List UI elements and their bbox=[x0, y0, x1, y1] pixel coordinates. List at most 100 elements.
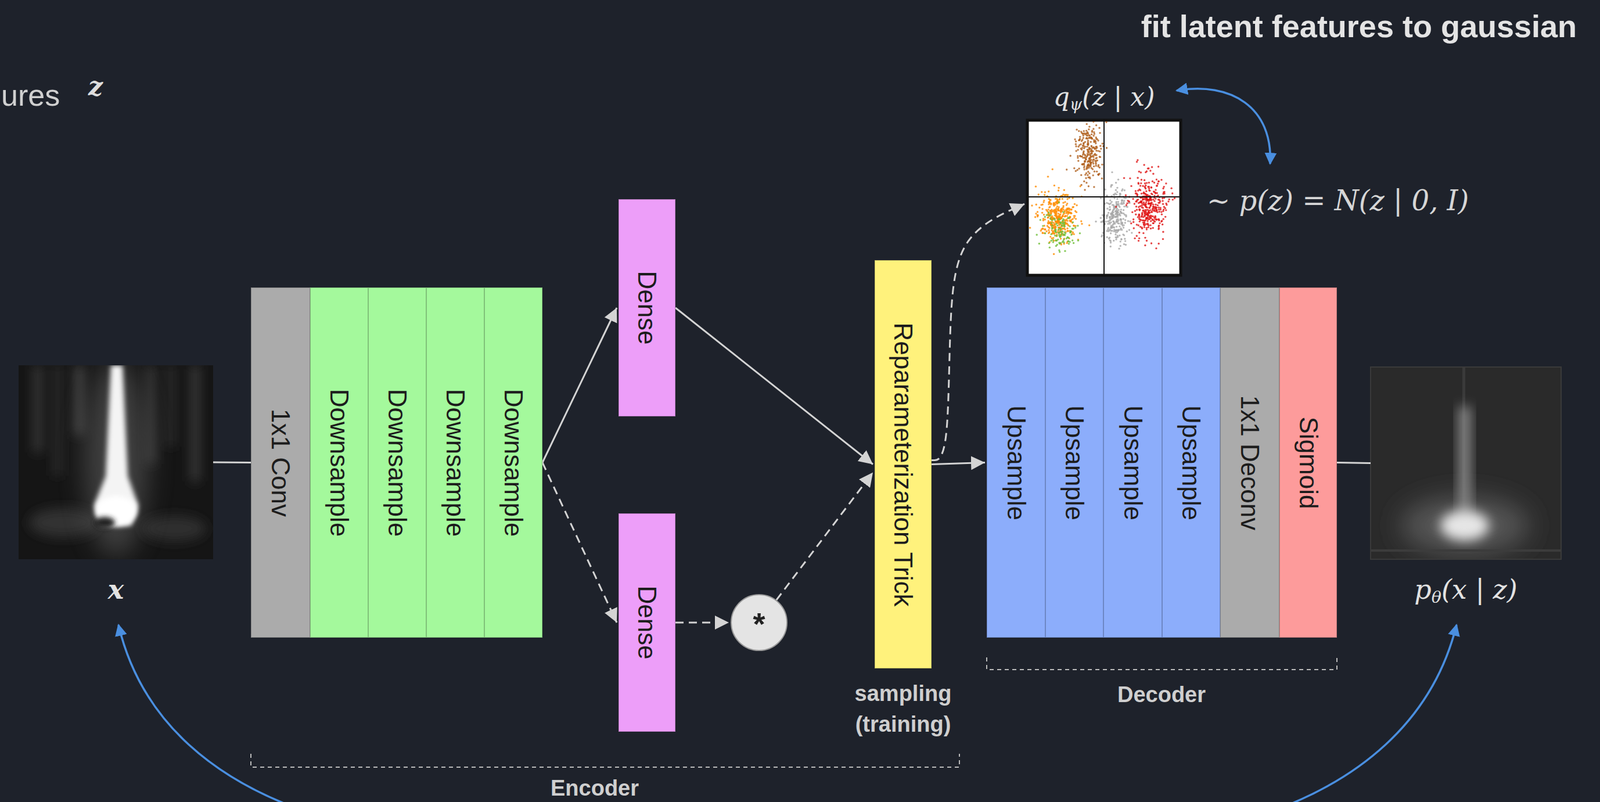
scatter-point bbox=[1050, 239, 1052, 242]
scatter-point bbox=[1119, 210, 1121, 213]
scatter-point bbox=[1119, 202, 1122, 205]
scatter-point bbox=[1150, 242, 1153, 244]
scatter-point bbox=[1088, 125, 1091, 128]
scatter-point bbox=[1052, 241, 1055, 243]
scatter-point bbox=[1137, 189, 1139, 192]
scatter-point bbox=[1137, 224, 1140, 226]
scatter-point bbox=[1075, 204, 1078, 207]
scatter-point bbox=[1134, 213, 1137, 215]
scatter-point bbox=[1142, 163, 1145, 166]
scatter-point bbox=[1044, 228, 1046, 230]
scatter-point bbox=[1048, 214, 1051, 217]
scatter-point bbox=[1109, 221, 1112, 224]
scatter-point bbox=[1080, 220, 1082, 222]
scatter-point bbox=[1055, 207, 1057, 210]
deconv-layer: 1x1 Deconv bbox=[1220, 287, 1280, 638]
scatter-point bbox=[1163, 206, 1166, 208]
scatter-point bbox=[1157, 218, 1160, 221]
scatter-point bbox=[1106, 236, 1109, 239]
scatter-point bbox=[1060, 224, 1063, 226]
scatter-point bbox=[1142, 209, 1145, 211]
scatter-point bbox=[1144, 244, 1146, 247]
scatter-point bbox=[1088, 177, 1091, 179]
scatter-point bbox=[1080, 163, 1083, 165]
scatter-point bbox=[1173, 197, 1176, 200]
scatter-point bbox=[1070, 208, 1073, 211]
scatter-point bbox=[1120, 238, 1123, 240]
plume-shadow bbox=[94, 516, 115, 529]
scatter-point bbox=[1116, 222, 1119, 225]
scatter-point bbox=[1066, 202, 1069, 205]
scatter-point bbox=[1150, 192, 1153, 195]
scatter-point bbox=[1082, 137, 1085, 139]
scatter-point bbox=[1152, 221, 1154, 224]
scatter-point bbox=[1115, 211, 1118, 214]
scatter-point bbox=[1095, 137, 1098, 140]
dense-layer: Dense bbox=[618, 513, 676, 732]
scatter-point bbox=[1106, 229, 1109, 232]
group-label: Encoder bbox=[550, 772, 639, 802]
scatter-point bbox=[1083, 166, 1085, 169]
scatter-point bbox=[1055, 235, 1058, 237]
scatter-point bbox=[1043, 228, 1046, 230]
scatter-point bbox=[1144, 205, 1147, 207]
scatter-point bbox=[1045, 230, 1048, 233]
scatter-point bbox=[1076, 156, 1079, 159]
scatter-point bbox=[1158, 210, 1161, 213]
scatter-point bbox=[1119, 245, 1122, 247]
scatter-point bbox=[1134, 209, 1136, 212]
scatter-point bbox=[1047, 216, 1049, 219]
scatter-point bbox=[1047, 201, 1050, 204]
scatter-point bbox=[1096, 159, 1099, 162]
scatter-point bbox=[1115, 236, 1118, 239]
scatter-point bbox=[1109, 232, 1112, 235]
scatter-point bbox=[1090, 148, 1093, 151]
scatter-point bbox=[1077, 239, 1080, 242]
scatter-point bbox=[1043, 193, 1046, 196]
layer-label: Sigmoid bbox=[1293, 416, 1323, 509]
scatter-point bbox=[1119, 218, 1122, 221]
scatter-point bbox=[1115, 215, 1117, 218]
scatter-point bbox=[1058, 241, 1060, 244]
scatter-point bbox=[1142, 232, 1145, 235]
image-frame bbox=[1370, 367, 1562, 560]
scatter-point bbox=[1097, 173, 1100, 176]
math-label: pθ(x | z) bbox=[1414, 574, 1517, 606]
scatter-point bbox=[1049, 217, 1052, 220]
scatter-point bbox=[1041, 224, 1044, 227]
scatter-point bbox=[1095, 156, 1098, 159]
scatter-point bbox=[1041, 211, 1044, 214]
scatter-point bbox=[1083, 132, 1085, 135]
layer-label: Upsample bbox=[1176, 404, 1206, 520]
scatter-point bbox=[1157, 180, 1160, 182]
scatter-point bbox=[1115, 188, 1117, 191]
dashed-connector bbox=[675, 621, 729, 624]
scatter-point bbox=[1098, 155, 1101, 158]
scatter-plot-frame bbox=[1027, 120, 1181, 276]
scatter-point bbox=[1155, 218, 1158, 221]
scatter-point bbox=[1139, 184, 1142, 187]
scatter-point bbox=[1115, 220, 1118, 222]
scatter-point bbox=[1117, 178, 1120, 181]
scatter-point bbox=[1141, 204, 1143, 207]
scatter-point bbox=[1051, 218, 1053, 221]
scatter-point bbox=[1051, 168, 1054, 171]
scatter-point bbox=[1086, 145, 1088, 148]
scatter-point bbox=[1046, 224, 1049, 227]
scatter-point bbox=[1090, 159, 1092, 161]
scatter-point bbox=[1088, 160, 1091, 163]
reparameterization-block: Reparameterization Trick bbox=[874, 260, 932, 669]
scatter-point bbox=[1110, 227, 1113, 229]
scatter-point bbox=[1099, 217, 1102, 219]
scatter-point bbox=[1157, 180, 1160, 183]
scatter-point bbox=[1092, 165, 1095, 168]
scatter-point bbox=[1111, 216, 1114, 219]
scatter-point bbox=[1034, 185, 1037, 188]
scatter-point bbox=[1047, 216, 1049, 219]
scatter-point bbox=[1133, 237, 1136, 240]
connector bbox=[1336, 462, 1371, 464]
scatter-point bbox=[1068, 236, 1070, 239]
scatter-point bbox=[1113, 228, 1116, 231]
scatter-point bbox=[1123, 205, 1125, 208]
scatter-point bbox=[1119, 214, 1121, 217]
